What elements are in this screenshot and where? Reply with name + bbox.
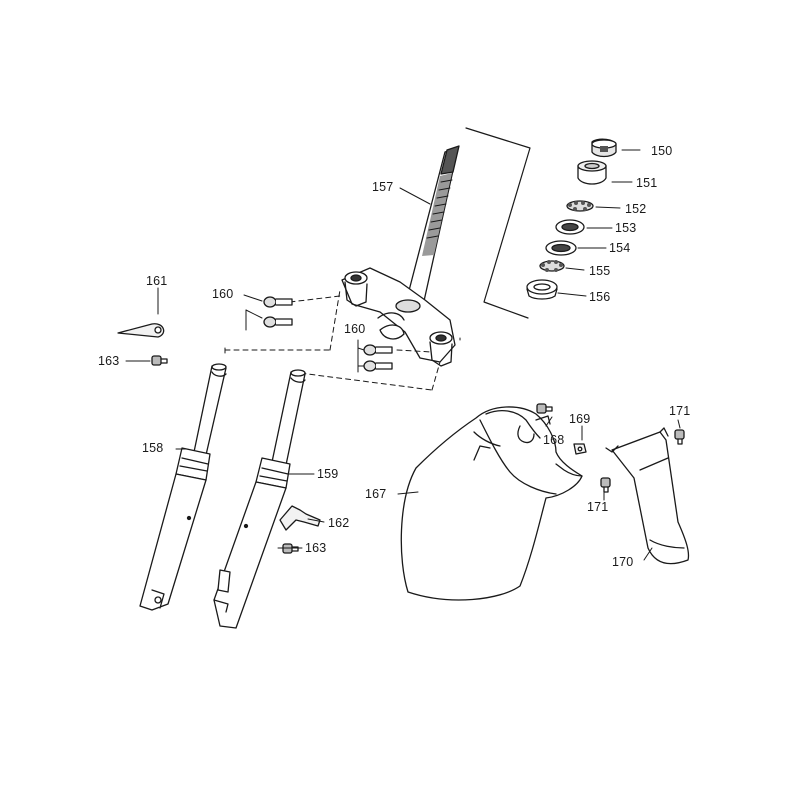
fork-leg-part-158 xyxy=(139,363,227,611)
triple-clamp xyxy=(341,267,456,367)
bearing-cup-part-154 xyxy=(545,240,577,256)
part-label-160-lower: 160 xyxy=(344,322,366,336)
screw-part-171-upper xyxy=(674,429,685,445)
alignment-lines xyxy=(224,289,461,391)
bolt-part-160-upper xyxy=(263,296,293,328)
screw-part-168 xyxy=(536,403,553,414)
part-label-162: 162 xyxy=(328,516,350,530)
part-label-159: 159 xyxy=(317,467,339,481)
part-label-163-right: 163 xyxy=(305,541,327,555)
part-label-161: 161 xyxy=(146,274,168,288)
bearing-cup-part-153 xyxy=(555,219,585,235)
fork-leg-part-159 xyxy=(213,369,306,629)
part-label-157: 157 xyxy=(372,180,394,194)
part-label-156: 156 xyxy=(589,290,611,304)
part-label-167: 167 xyxy=(365,487,387,501)
washer-part-169 xyxy=(573,443,587,455)
bearing-race-part-152 xyxy=(566,200,594,212)
front-fender-part-167 xyxy=(400,406,583,601)
part-label-154: 154 xyxy=(609,241,631,255)
bearing-balls-part-155 xyxy=(539,260,565,272)
part-label-163-left: 163 xyxy=(98,354,120,368)
bearing-group-bracket xyxy=(465,127,531,319)
part-label-171-lower: 171 xyxy=(587,500,609,514)
screw-part-163-left xyxy=(151,355,168,366)
headset-nut-part-150 xyxy=(591,138,617,158)
part-label-158: 158 xyxy=(142,441,164,455)
bolt-part-160-lower xyxy=(363,344,393,372)
part-label-169: 169 xyxy=(569,412,591,426)
lock-washer-part-151 xyxy=(577,160,607,185)
part-label-153: 153 xyxy=(615,221,637,235)
part-label-168: 168 xyxy=(543,433,565,447)
brake-hose-clip-part-162 xyxy=(279,505,321,531)
leader-lines xyxy=(125,149,681,561)
part-label-151: 151 xyxy=(636,176,658,190)
dust-seal-part-156 xyxy=(526,279,558,300)
steering-stem-part-157 xyxy=(404,145,460,311)
clip-part-161 xyxy=(117,323,165,338)
part-label-171-upper: 171 xyxy=(669,404,691,418)
part-label-170: 170 xyxy=(612,555,634,569)
part-label-160-upper: 160 xyxy=(212,287,234,301)
screw-part-171-lower xyxy=(600,477,611,493)
part-label-150: 150 xyxy=(651,144,673,158)
fork-cover-part-170 xyxy=(605,427,690,565)
part-label-155: 155 xyxy=(589,264,611,278)
part-label-152: 152 xyxy=(625,202,647,216)
